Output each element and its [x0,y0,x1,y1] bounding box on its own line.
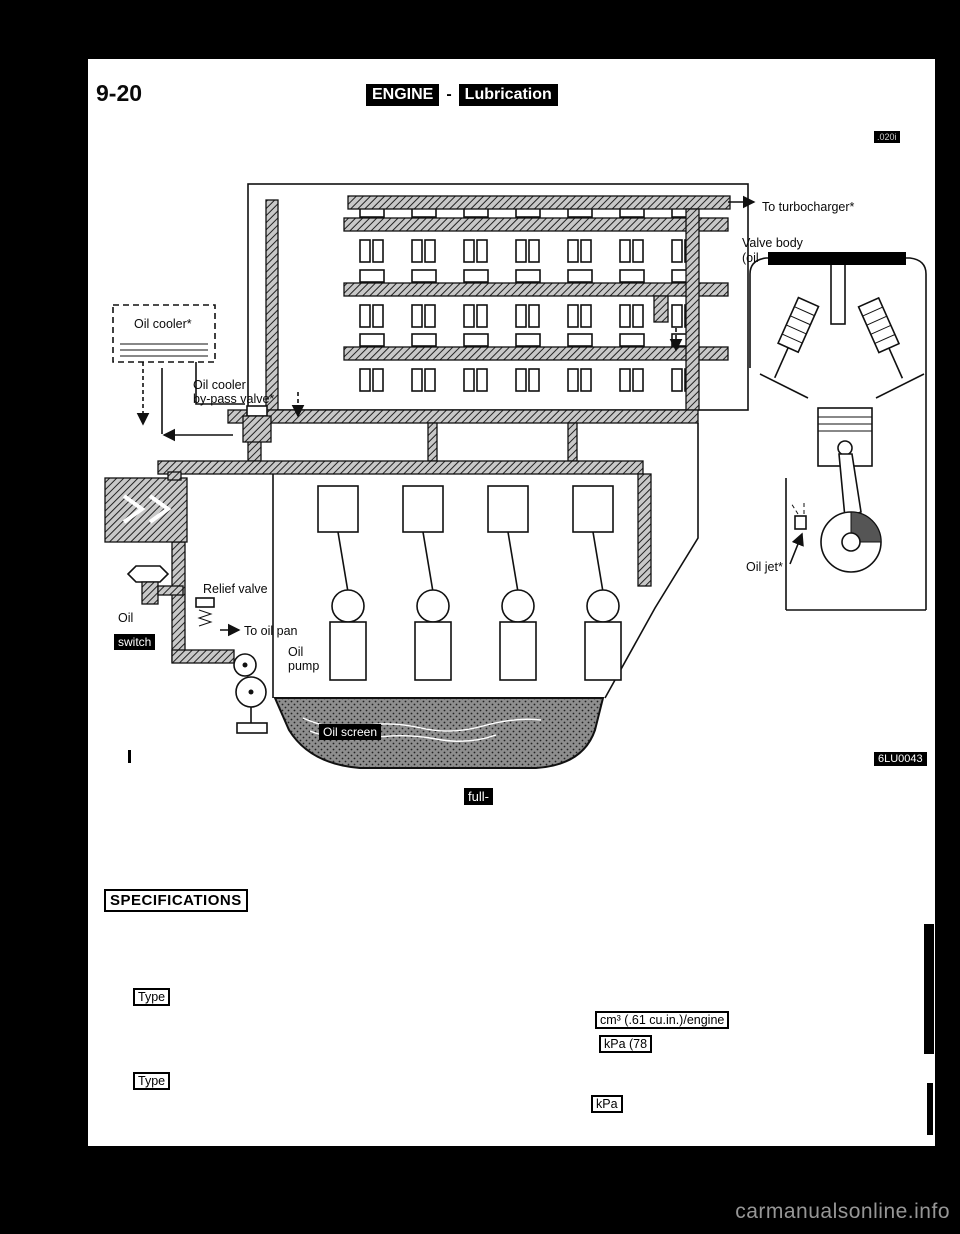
specifications-heading: SPECIFICATIONS [104,889,248,912]
oil-screen-chip: Oil screen [319,724,382,740]
label-bypass-line2: by-pass valve* [193,392,275,406]
scan-artifact-bar-2 [927,1083,933,1135]
redaction-bar [768,252,906,265]
header-separator: - [446,86,452,103]
oil-cooler-drawing [112,304,305,443]
figure-code-badge: 6LU0043 [874,752,927,766]
oil-pump-drawing [233,653,268,734]
lubrication-diagram-artwork [104,183,927,769]
spec-pressure-value: kPa (78 [599,1035,653,1053]
oil-switch-chip: switch [114,634,156,650]
spec-relief-pressure-value: kPa [591,1095,623,1113]
label-oil-pump-line2: pump [288,659,320,673]
engine-cross-section-drawing [749,257,927,611]
oil-filter-drawing [104,471,188,543]
label-to-oil-pan: To oil pan [244,624,298,638]
scan-artifact-tick [128,750,131,763]
lubrication-diagram: To turbocharger* Valve body (oil Oil coo… [98,178,928,778]
label-valve-body-line1: Valve body [742,236,803,250]
spec-type-label-2: Type [133,1072,171,1090]
corner-code-badge: .020i [874,131,900,143]
piston-drawing [817,407,873,467]
caption-fragment: full- [464,788,493,805]
label-relief-valve: Relief valve [203,582,268,596]
bypass-valve-drawing [242,415,272,443]
label-oil-cooler: Oil cooler* [134,317,192,331]
header-topic-chip: Lubrication [458,84,558,106]
turbo-oil-pipe [347,195,731,210]
page-number: 9-20 [96,80,143,106]
label-to-turbocharger: To turbocharger* [762,200,855,214]
header-section-chip: ENGINE [366,84,440,106]
label-oil-jet: Oil jet* [746,560,783,574]
scan-artifact-bar-1 [924,924,934,1054]
relief-valve-drawing [195,597,241,637]
oil-pressure-switch-drawing [126,565,184,605]
oil-jet-drawing [794,515,807,530]
spec-pump-capacity-value: cm³ (.61 cu.in.)/engine [595,1011,730,1029]
page-header: ENGINE - Lubrication [366,84,558,106]
label-bypass-line1: Oil cooler [193,378,246,392]
cylinder-head-drawing [247,183,749,411]
label-valve-body-line2: (oil [742,251,759,265]
camshaft-band [343,217,729,232]
main-oil-gallery [227,409,699,424]
label-oil-pump-line1: Oil [288,645,304,659]
engine-block-drawing [272,423,699,699]
label-oil-switch-line1: Oil [118,611,134,625]
spec-type-label-1: Type [133,988,171,1006]
watermark-text: carmanualsonline.info [735,1200,950,1223]
